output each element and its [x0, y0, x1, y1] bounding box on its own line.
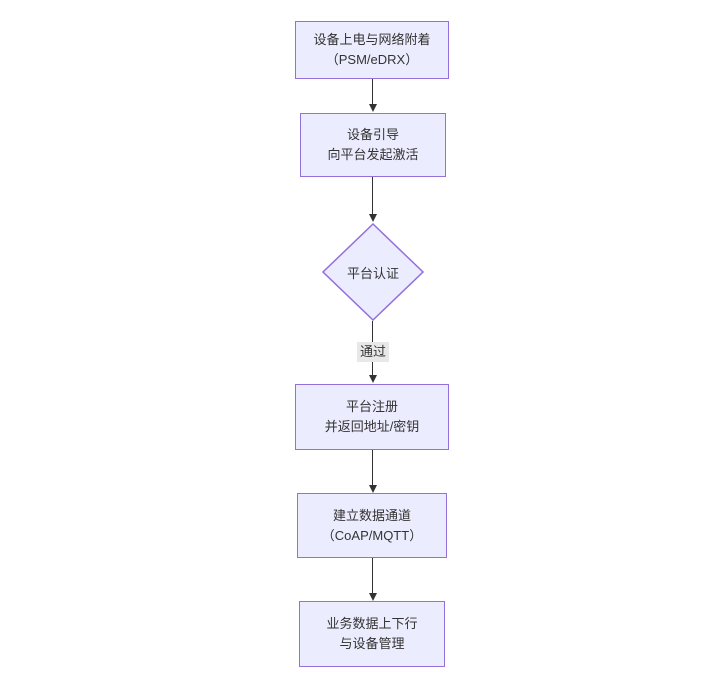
node-text-line: （CoAP/MQTT）	[321, 527, 423, 543]
edge-line	[371, 450, 374, 485]
node-text-line: 并返回地址/密钥	[324, 419, 420, 434]
edge-line	[371, 79, 374, 104]
node-text-line: 平台认证	[346, 265, 399, 281]
edge-label-pass: 通过	[356, 342, 390, 362]
node-text-line: 平台注册	[345, 399, 398, 414]
node-device-power-attach: 设备上电与网络附着 （PSM/eDRX）	[295, 21, 449, 79]
node-text-line: 设备引导	[346, 127, 399, 142]
edge-power-to-bootstrap	[368, 79, 377, 112]
diamond-shape	[322, 223, 424, 321]
edge-register-to-channel	[368, 450, 377, 493]
node-data-channel: 建立数据通道 （CoAP/MQTT）	[297, 493, 447, 558]
node-text-line: 建立数据通道	[332, 507, 411, 523]
node-text-line: 业务数据上下行	[326, 616, 418, 631]
node-platform-register: 平台注册 并返回地址/密钥	[295, 384, 449, 450]
node-text-line: （PSM/eDRX）	[325, 52, 419, 67]
node-text-line: 与设备管理	[339, 636, 405, 651]
arrowhead-down-icon	[368, 593, 377, 601]
arrowhead-down-icon	[368, 104, 377, 112]
arrowhead-down-icon	[368, 485, 377, 493]
arrowhead-down-icon	[368, 214, 377, 222]
node-text-line: 向平台发起激活	[327, 147, 419, 162]
edge-channel-to-business	[368, 558, 377, 601]
arrowhead-down-icon	[368, 375, 377, 383]
node-device-bootstrap: 设备引导 向平台发起激活	[300, 113, 446, 177]
node-business-data: 业务数据上下行 与设备管理	[299, 601, 445, 667]
edge-bootstrap-to-auth	[368, 177, 377, 222]
edge-line	[371, 177, 374, 214]
node-text-line: 设备上电与网络附着	[313, 32, 431, 47]
edge-line	[371, 558, 374, 593]
decision-platform-auth: 平台认证	[322, 223, 424, 321]
